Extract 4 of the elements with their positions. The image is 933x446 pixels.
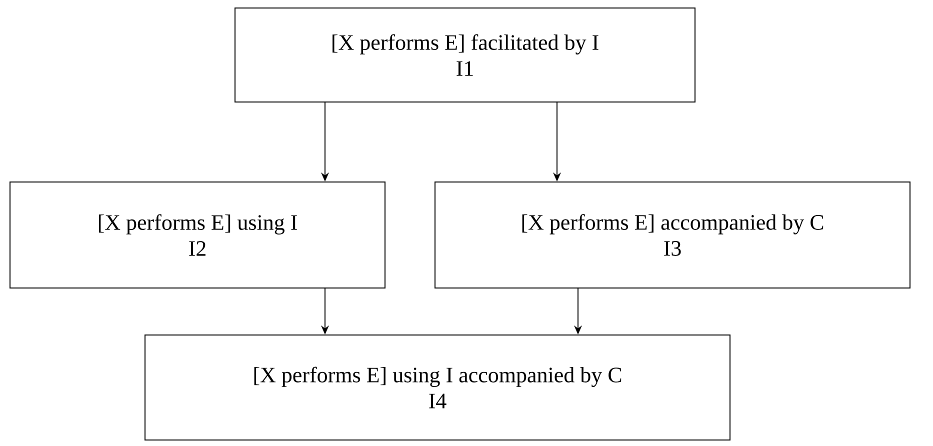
process-box: [X performs E] accompanied by C I3 (434, 182, 910, 288)
process-box: [X performs E] facilitated by I I1 (234, 8, 696, 102)
process-box: [X performs E] using I accompanied by C I4 (144, 334, 730, 440)
process-box: [X performs E] using I I2 (10, 182, 386, 288)
